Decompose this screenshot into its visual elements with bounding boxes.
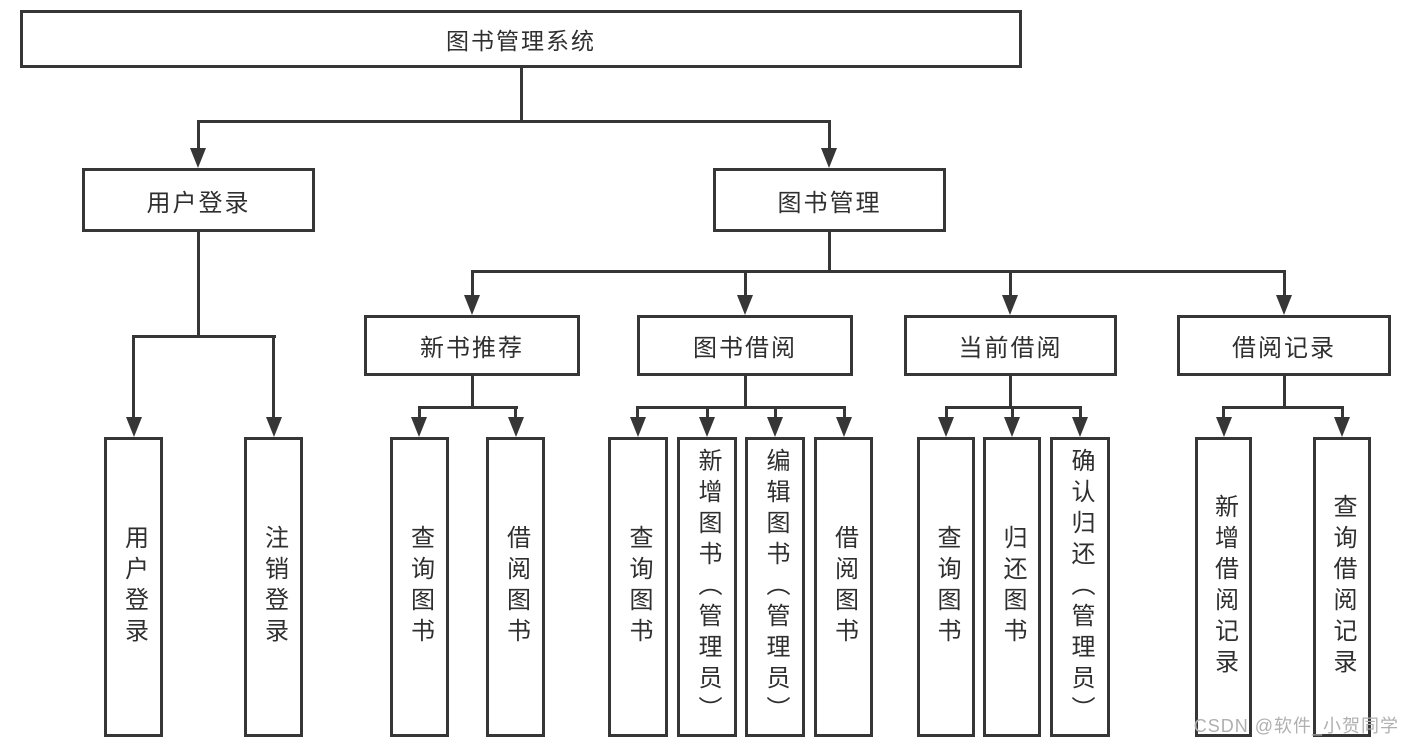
connector-stem [196,232,200,337]
connector-arrow-shaft [417,406,421,419]
connector-arrow-shaft [827,120,831,150]
leaf-logout: 注销登录 [244,437,303,737]
arrowhead-icon [629,417,646,437]
node-label: 当前借阅 [958,335,1063,362]
connector-arrow-shaft [1282,270,1286,297]
connector-arrow-shaft [743,270,747,297]
arrowhead-icon [1215,417,1232,437]
connector-arrow-shaft [1008,270,1012,297]
node-borrowing-records: 借阅记录 [1177,315,1391,376]
connector-arrow-shaft [1340,406,1344,419]
arrowhead-icon [464,295,480,315]
node-label: 图书借阅 [693,335,797,362]
arrowhead-icon [265,417,282,437]
connector-elbow [196,120,831,123]
node-label: 图书管理系统 [446,28,596,54]
connector-stem [827,232,831,272]
connector-elbow [1221,406,1344,409]
connector-arrow-shaft [196,120,200,150]
arrowhead-icon [767,417,783,437]
node-label: 归还图书 [999,525,1026,649]
arrowhead-icon [1002,295,1018,315]
node-label: 编辑图书（管理员） [762,447,789,727]
node-label: 用户登录 [120,525,148,649]
node-label: 确认归还（管理员） [1067,447,1094,727]
arrowhead-icon [699,417,715,437]
leaf-query-books-1: 查询图书 [390,437,449,737]
connector-arrow-shaft [514,406,517,419]
node-user-login: 用户登录 [82,168,315,232]
connector-elbow [417,406,518,409]
connector-stem [1282,375,1286,408]
arrowhead-icon [938,417,954,437]
node-current-borrowing: 当前借阅 [904,315,1117,376]
node-book-management: 图书管理 [713,168,946,232]
node-label: 新增图书（管理员） [694,447,721,727]
node-label: 查询图书 [625,525,652,649]
node-label: 新增借阅记录 [1210,494,1238,680]
node-label: 借阅记录 [1232,335,1336,362]
connector-arrow-shaft [773,406,777,419]
arrowhead-icon [836,417,852,437]
node-label: 查询图书 [406,525,434,649]
arrowhead-icon [1276,295,1292,315]
connector-elbow [635,406,846,409]
connector-arrow-shaft [1078,406,1082,419]
arrowhead-icon [507,417,524,437]
csdn-watermark: CSDN @软件_小贺同学 [1193,716,1399,736]
leaf-borrow-books-2: 借阅图书 [814,437,873,737]
connector-arrow-shaft [1010,406,1014,419]
connector-arrow-shaft [470,270,474,297]
connector-stem [743,375,747,408]
node-new-book-recommend: 新书推荐 [364,315,580,376]
connector-arrow-shaft [1222,406,1225,419]
connector-arrow-shaft [705,406,709,419]
node-label: 用户登录 [146,189,251,217]
node-label: 注销登录 [260,525,288,649]
node-label: 图书管理 [777,189,882,217]
leaf-query-borrow-record: 查询借阅记录 [1313,437,1371,737]
connector-arrow-shaft [944,406,948,419]
arrowhead-icon [1072,417,1088,437]
connector-elbow [470,270,1286,273]
node-label: 借阅图书 [830,525,858,649]
connector-elbow [131,335,276,338]
leaf-add-borrow-record: 新增借阅记录 [1195,437,1252,737]
connector-stem [519,67,523,121]
arrowhead-icon [125,417,142,437]
connector-stem [1008,375,1012,408]
arrowhead-icon [1004,417,1020,437]
connector-stem [470,375,474,408]
arrowhead-icon [737,295,753,315]
leaf-edit-books-admin: 编辑图书（管理员） [745,437,805,737]
node-label: 查询图书 [933,525,960,649]
leaf-query-books-2: 查询图书 [608,437,668,737]
connector-arrow-shaft [132,335,135,419]
leaf-confirm-return-admin: 确认归还（管理员） [1050,437,1110,737]
node-label: 借阅图书 [502,525,530,649]
leaf-return-books: 归还图书 [983,437,1041,737]
arrowhead-icon [190,148,206,168]
arrowhead-icon [1334,417,1350,437]
node-book-borrowing: 图书借阅 [637,315,853,376]
node-label: 新书推荐 [420,335,524,362]
connector-arrow-shaft [636,406,639,419]
connector-arrow-shaft [842,406,846,419]
connector-arrow-shaft [272,335,275,419]
leaf-query-books-3: 查询图书 [917,437,975,737]
leaf-user-login: 用户登录 [104,437,163,737]
leaf-borrow-books-1: 借阅图书 [486,437,545,737]
arrowhead-icon [821,148,837,168]
node-label: 查询借阅记录 [1329,494,1356,680]
leaf-add-books-admin: 新增图书（管理员） [677,437,737,737]
arrowhead-icon [411,417,427,437]
node-system-root: 图书管理系统 [20,10,1022,68]
